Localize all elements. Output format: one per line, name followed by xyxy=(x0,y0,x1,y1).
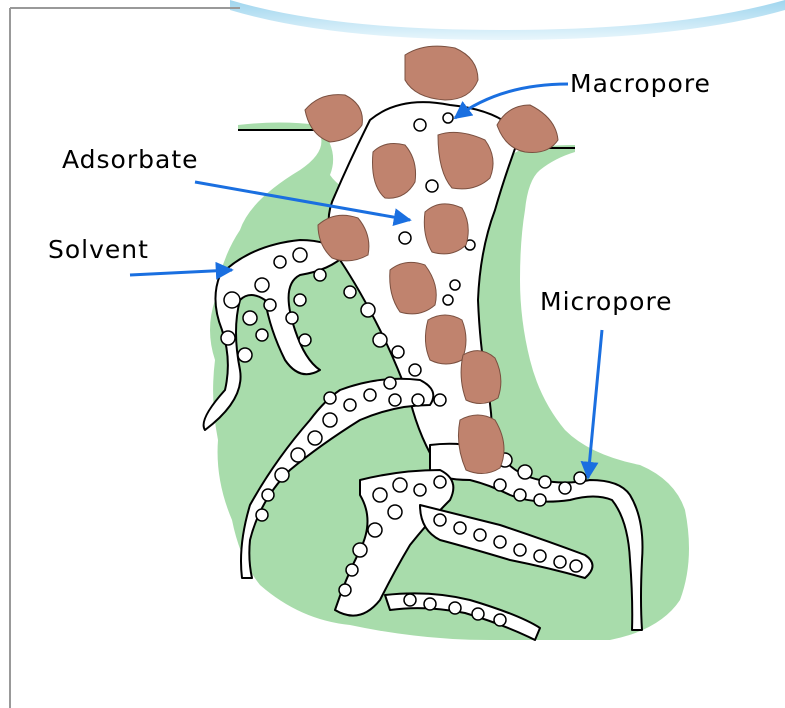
molecule-circle xyxy=(388,505,402,519)
molecule-circle xyxy=(275,468,289,482)
molecule-circle xyxy=(243,311,257,325)
molecule-circle xyxy=(324,392,336,404)
molecule-circle xyxy=(264,299,276,311)
molecule-circle xyxy=(373,333,387,347)
molecule-circle xyxy=(554,556,566,568)
molecule-circle xyxy=(434,394,446,406)
molecule-circle xyxy=(404,594,416,606)
molecule-circle xyxy=(454,522,466,534)
molecule-circle xyxy=(570,560,582,572)
molecule-circle xyxy=(373,488,387,502)
molecule-circle xyxy=(393,478,407,492)
molecule-circle xyxy=(221,331,235,345)
molecule-circle xyxy=(494,614,506,626)
macropore-label: Macropore xyxy=(570,69,711,98)
molecule-circle xyxy=(424,598,436,610)
molecule-circle xyxy=(314,269,326,281)
solvent-label: Solvent xyxy=(48,235,149,264)
molecule-circle xyxy=(392,346,404,358)
molecule-circle xyxy=(274,256,286,268)
molecule-circle xyxy=(518,465,532,479)
micropore-label: Micropore xyxy=(540,287,673,316)
adsorbate-label: Adsorbate xyxy=(62,145,199,174)
molecule-circle xyxy=(286,312,298,324)
molecule-circle xyxy=(412,394,424,406)
molecule-circle xyxy=(409,364,421,376)
molecule-circle xyxy=(472,608,484,620)
molecule-circle xyxy=(293,248,307,262)
molecule-circle xyxy=(361,303,375,317)
molecule-circle xyxy=(389,394,401,406)
molecule-circle xyxy=(346,564,358,576)
molecule-circle xyxy=(450,280,460,290)
molecule-circle xyxy=(559,482,571,494)
molecule-circle xyxy=(344,399,356,411)
molecule-circle xyxy=(299,334,311,346)
molecule-circle xyxy=(574,472,586,484)
molecule-circle xyxy=(291,448,305,462)
molecule-circle xyxy=(344,286,356,298)
molecule-circle xyxy=(308,431,322,445)
molecule-circle xyxy=(262,489,274,501)
molecule-circle xyxy=(339,584,351,596)
molecule-circle xyxy=(494,536,506,548)
molecule-circle xyxy=(434,514,446,526)
molecule-circle xyxy=(224,292,240,308)
molecule-circle xyxy=(256,329,268,341)
solvent-arrow xyxy=(130,270,232,275)
molecule-circle xyxy=(449,602,461,614)
molecule-circle xyxy=(255,278,269,292)
molecule-circle xyxy=(539,476,551,488)
molecule-circle xyxy=(294,294,306,306)
molecule-circle xyxy=(443,113,453,123)
molecule-circle xyxy=(534,550,546,562)
frame-glow xyxy=(230,0,785,40)
molecule-circle xyxy=(353,543,367,557)
molecule-circle xyxy=(384,377,396,389)
molecule-circle xyxy=(426,180,438,192)
molecule-circle xyxy=(364,389,376,401)
molecule-circle xyxy=(238,348,252,362)
molecule-circle xyxy=(434,476,446,488)
molecule-circle xyxy=(414,119,426,131)
molecule-circle xyxy=(256,509,268,521)
molecule-circle xyxy=(474,529,486,541)
molecule-circle xyxy=(414,484,426,496)
molecule-circle xyxy=(323,413,337,427)
molecule-circle xyxy=(443,295,453,305)
molecule-circle xyxy=(399,232,411,244)
molecule-circle xyxy=(534,494,546,506)
molecule-circle xyxy=(368,523,382,537)
molecule-circle xyxy=(494,479,506,491)
molecule-circle xyxy=(514,544,526,556)
molecule-circle xyxy=(514,489,526,501)
